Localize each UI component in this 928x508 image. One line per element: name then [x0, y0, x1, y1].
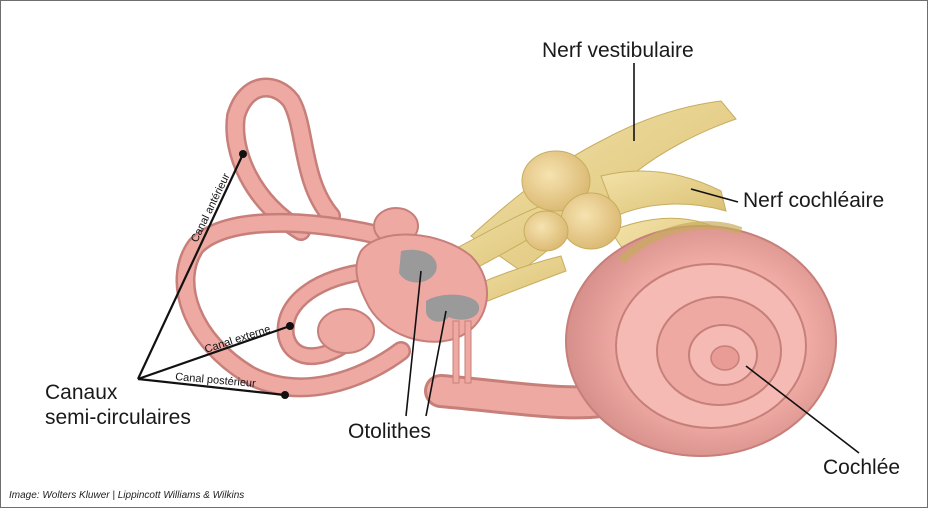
anterior-canal [235, 87, 331, 231]
endpoint-canal-posterieur [281, 391, 289, 399]
label-canaux-line2: semi-circulaires [45, 406, 191, 430]
label-cochlee: Cochlée [823, 456, 900, 480]
label-otolithes: Otolithes [348, 420, 431, 444]
image-credit: Image: Wolters Kluwer | Lippincott Willi… [9, 490, 244, 501]
otolith-saccule [426, 295, 479, 322]
label-nerf-vestibulaire: Nerf vestibulaire [542, 39, 694, 63]
endpoint-canal-externe [286, 322, 294, 330]
cochlea-spiral [566, 225, 836, 456]
endpoint-canal-anterieur [239, 150, 247, 158]
label-nerf-cochleaire: Nerf cochléaire [743, 189, 884, 213]
label-canaux-line1: Canaux [45, 381, 117, 405]
